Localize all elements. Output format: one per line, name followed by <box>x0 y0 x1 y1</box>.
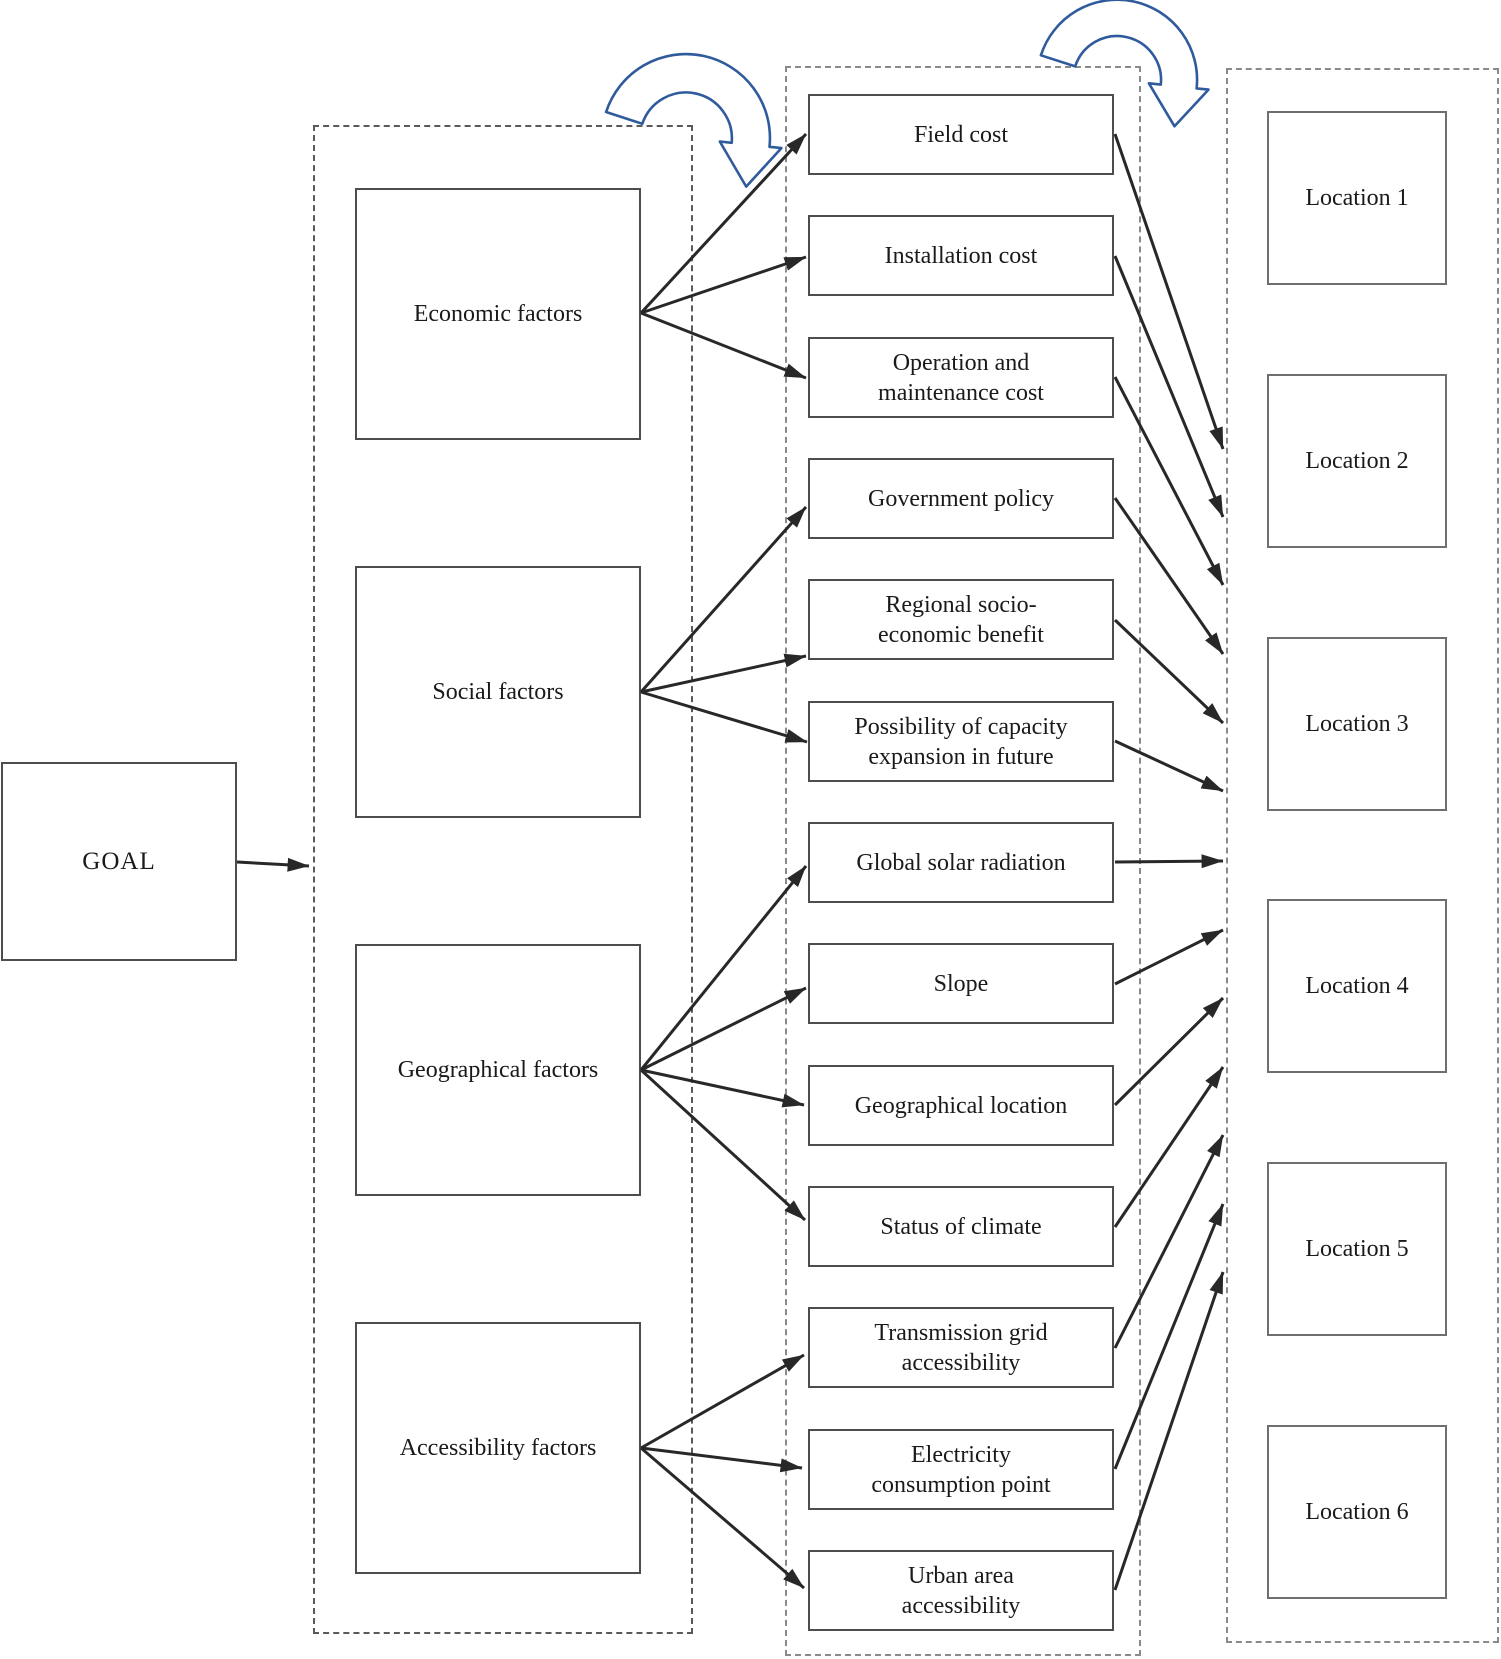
criterion-label: Installation cost <box>884 242 1038 269</box>
criterion-node-global-solar-radiation: Global solar radiation <box>808 822 1114 903</box>
location-node-4: Location 4 <box>1267 899 1447 1073</box>
criterion-label: Urban area accessibility <box>901 1562 1021 1619</box>
criterion-node-regional-socio-economic-benefit: Regional socio-economic benefit <box>808 579 1114 660</box>
criterion-node-installation-cost: Installation cost <box>808 215 1114 296</box>
location-label: Location 5 <box>1305 1236 1409 1262</box>
location-label: Location 1 <box>1305 185 1409 211</box>
factor-label: Geographical factors <box>397 1057 599 1083</box>
goal-node: GOAL <box>1 762 237 961</box>
location-node-2: Location 2 <box>1267 374 1447 548</box>
criterion-label: Operation and maintenance cost <box>878 349 1044 406</box>
criterion-node-government-policy: Government policy <box>808 458 1114 539</box>
criterion-label: Global solar radiation <box>856 849 1066 876</box>
location-label: Location 3 <box>1305 711 1409 737</box>
location-node-6: Location 6 <box>1267 1425 1447 1599</box>
location-label: Location 4 <box>1305 973 1409 999</box>
criterion-node-status-of-climate: Status of climate <box>808 1186 1114 1267</box>
location-label: Location 2 <box>1305 448 1409 474</box>
criterion-label: Field cost <box>914 121 1008 148</box>
factor-label: Economic factors <box>413 301 583 327</box>
criterion-label: Status of climate <box>880 1213 1042 1240</box>
criterion-node-urban-area-accessibility: Urban area accessibility <box>808 1550 1114 1631</box>
factor-node-geographical: Geographical factors <box>355 944 641 1196</box>
factor-label: Social factors <box>432 679 564 705</box>
criterion-node-transmission-grid: Transmission grid accessibility <box>808 1307 1114 1388</box>
factor-node-accessibility: Accessibility factors <box>355 1322 641 1574</box>
location-label: Location 6 <box>1305 1499 1409 1525</box>
criterion-label: Possibility of capacity expansion in fut… <box>854 713 1068 770</box>
criterion-label: Geographical location <box>854 1092 1068 1119</box>
criterion-node-field-cost: Field cost <box>808 94 1114 175</box>
location-node-1: Location 1 <box>1267 111 1447 285</box>
criterion-label: Regional socio-economic benefit <box>878 591 1044 648</box>
factor-node-social: Social factors <box>355 566 641 818</box>
criterion-label: Transmission grid accessibility <box>874 1319 1048 1376</box>
criterion-label: Slope <box>933 970 989 997</box>
criterion-label: Government policy <box>868 485 1054 512</box>
criterion-node-operation-maintenance-cost: Operation and maintenance cost <box>808 337 1114 418</box>
criterion-label: Electricity consumption point <box>871 1441 1051 1498</box>
factor-node-economic: Economic factors <box>355 188 641 440</box>
factor-label: Accessibility factors <box>399 1435 597 1461</box>
location-node-3: Location 3 <box>1267 637 1447 811</box>
arrow-goal-to-factors <box>236 857 310 872</box>
criterion-node-slope: Slope <box>808 943 1114 1024</box>
criterion-node-geographical-location: Geographical location <box>808 1065 1114 1146</box>
criterion-node-electricity-consumption-point: Electricity consumption point <box>808 1429 1114 1510</box>
location-node-5: Location 5 <box>1267 1162 1447 1336</box>
goal-label: GOAL <box>82 847 156 875</box>
locations-group-container <box>1226 68 1499 1643</box>
criterion-node-capacity-expansion: Possibility of capacity expansion in fut… <box>808 701 1114 782</box>
